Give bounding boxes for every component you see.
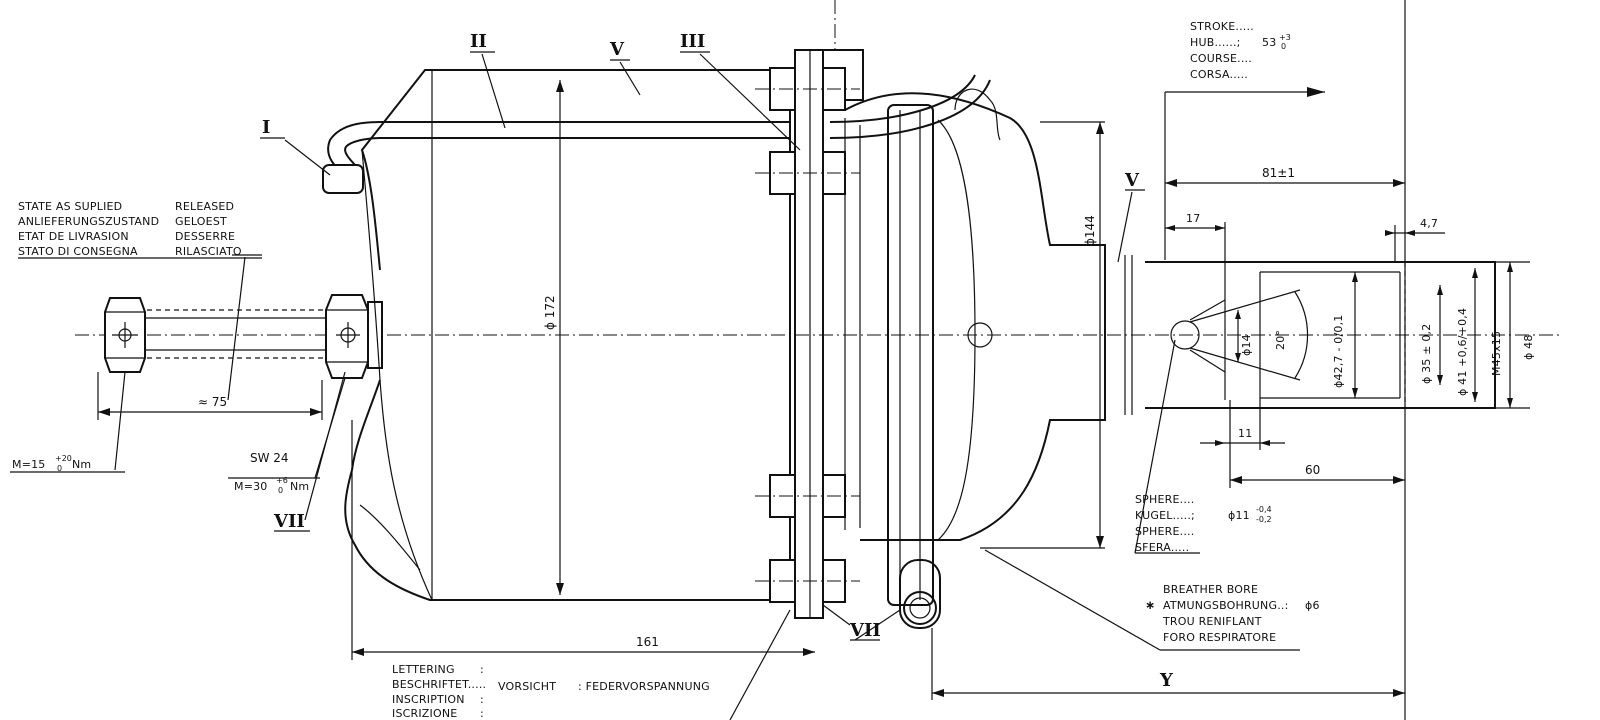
state-row-0-label: STATE AS SUPLIED: [18, 200, 122, 213]
breather-de: ATMUNGSBOHRUNG..:: [1163, 599, 1289, 612]
course-label: COURSE....: [1190, 52, 1252, 65]
leader-lines: [100, 51, 1300, 720]
torque-small-lower: 0: [57, 464, 62, 473]
state-row-3-value: RILASCIATO: [175, 245, 242, 258]
clamp-bolts: [755, 67, 860, 603]
state-row-1-value: GELOEST: [175, 215, 227, 228]
label-v-top: V: [609, 39, 625, 60]
breather-block: BREATHER BORE ∗ ATMUNGSBOHRUNG..: ϕ6 TRO…: [1145, 583, 1320, 644]
dim-144-text: ϕ144: [1083, 215, 1097, 246]
label-ii: II: [470, 31, 487, 52]
dim-y-text: Y: [1159, 670, 1174, 691]
torque-large-upper: +6: [276, 476, 288, 485]
dim-42-7-text: ϕ42,7 - 0/0,1: [1332, 314, 1345, 388]
small-nut: [104, 297, 146, 373]
state-row-3-label: STATO DI CONSEGNA: [18, 245, 138, 258]
torque-large-value: M=30: [234, 480, 268, 493]
sphere-value: ϕ11: [1228, 509, 1250, 522]
state-row-2-label: ETAT DE LIVRASION: [18, 230, 129, 243]
sphere-tol-lower: -0,2: [1256, 515, 1272, 524]
lettering-fr: INSCRIPTION: [392, 693, 465, 706]
label-vii-left: VII: [273, 511, 305, 532]
label-v-right: V: [1124, 170, 1140, 191]
lettering-de: BESCHRIFTET.....: [392, 678, 486, 691]
stroke-block: STROKE..... HUB......; 53 +3 0 COURSE...…: [1190, 20, 1291, 81]
dim-4-7-text: 4,7: [1420, 217, 1438, 230]
corsa-label: CORSA.....: [1190, 68, 1248, 81]
state-block: STATE AS SUPLIED RELEASED ANLIEFERUNGSZU…: [18, 200, 262, 259]
torque-large-lower: 0: [278, 486, 283, 495]
label-i: I: [262, 117, 270, 138]
lettering-colon-4: :: [480, 707, 484, 720]
lettering-colon-3: :: [480, 693, 484, 706]
breather-hole: [967, 322, 993, 348]
sphere-fr: SPHERE....: [1135, 525, 1194, 538]
breather-star: ∗: [1145, 598, 1155, 612]
lettering-colon-1: :: [480, 663, 484, 676]
air-pipe: [322, 74, 991, 194]
sw-24-text: SW 24: [250, 451, 289, 465]
central-flange: [794, 49, 864, 619]
label-iii: III: [680, 31, 705, 52]
lettering-en: LETTERING: [392, 663, 455, 676]
torque-small-value: M=15: [12, 458, 46, 471]
breather-value: ϕ6: [1305, 599, 1320, 612]
lettering-vorsicht: VORSICHT: [498, 680, 556, 693]
large-nut: [325, 294, 383, 379]
lettering-feder: : FEDERVORSPANNUNG: [578, 680, 710, 693]
stroke-label: STROKE.....: [1190, 20, 1254, 33]
angle-arc: [1294, 291, 1309, 379]
angle-20-text: 20°: [1274, 330, 1287, 350]
eye-bolt: [899, 559, 941, 629]
state-row-0-value: RELEASED: [175, 200, 234, 213]
dim-75-text: ≈ 75: [198, 395, 227, 409]
dim-35-text: ϕ 35 ± 0,2: [1420, 324, 1433, 384]
dim-48-text: ϕ 48: [1522, 334, 1535, 360]
dim-172-text: ϕ 172: [543, 295, 557, 330]
breather-en: BREATHER BORE: [1163, 583, 1258, 596]
breather-fr: TROU RENIFLANT: [1162, 615, 1262, 628]
dim-161-text: 161: [636, 635, 659, 649]
dim-41-text: ϕ 41 +0,6/+0,4: [1456, 308, 1469, 396]
torque-large-unit: Nm: [290, 480, 309, 493]
dim-m45-text: M45x15: [1490, 331, 1503, 376]
sphere-block: SPHERE.... KUGEL.....; ϕ11 -0,4 -0,2 SPH…: [1135, 493, 1272, 554]
breather-it: FORO RESPIRATORE: [1163, 631, 1276, 644]
hub-value: 53: [1262, 36, 1276, 49]
hub-tol-upper: +3: [1279, 33, 1291, 42]
sphere-it: SFERA.....: [1135, 541, 1189, 554]
sphere-de: KUGEL.....;: [1135, 509, 1195, 522]
torque-small-unit: Nm: [72, 458, 91, 471]
torque-large: SW 24 M=30 +6 0 Nm: [234, 451, 309, 495]
dim-17-text: 17: [1186, 212, 1200, 225]
dim-81-text: 81±1: [1262, 166, 1295, 180]
dim-60-text: 60: [1305, 463, 1320, 477]
sphere-en: SPHERE....: [1135, 493, 1194, 506]
hub-label: HUB......;: [1190, 36, 1241, 49]
torque-small-upper: +20: [55, 454, 72, 463]
dim-14-text: ϕ14: [1240, 334, 1253, 356]
label-vii-bottom: VII: [849, 620, 881, 641]
lettering-it: ISCRIZIONE: [392, 707, 457, 720]
state-row-2-value: DESSERRE: [175, 230, 235, 243]
dim-11-text: 11: [1238, 427, 1252, 440]
lettering-block: LETTERING : BESCHRIFTET..... VORSICHT : …: [392, 663, 710, 720]
sphere-tol-upper: -0,4: [1256, 505, 1272, 514]
torque-small: M=15 +20 0 Nm: [10, 454, 100, 473]
spring-chamber: [344, 69, 791, 601]
hub-tol-lower: 0: [1281, 42, 1286, 51]
service-chamber: [844, 88, 1106, 606]
state-row-1-label: ANLIEFERUNGSZUSTAND: [18, 215, 159, 228]
